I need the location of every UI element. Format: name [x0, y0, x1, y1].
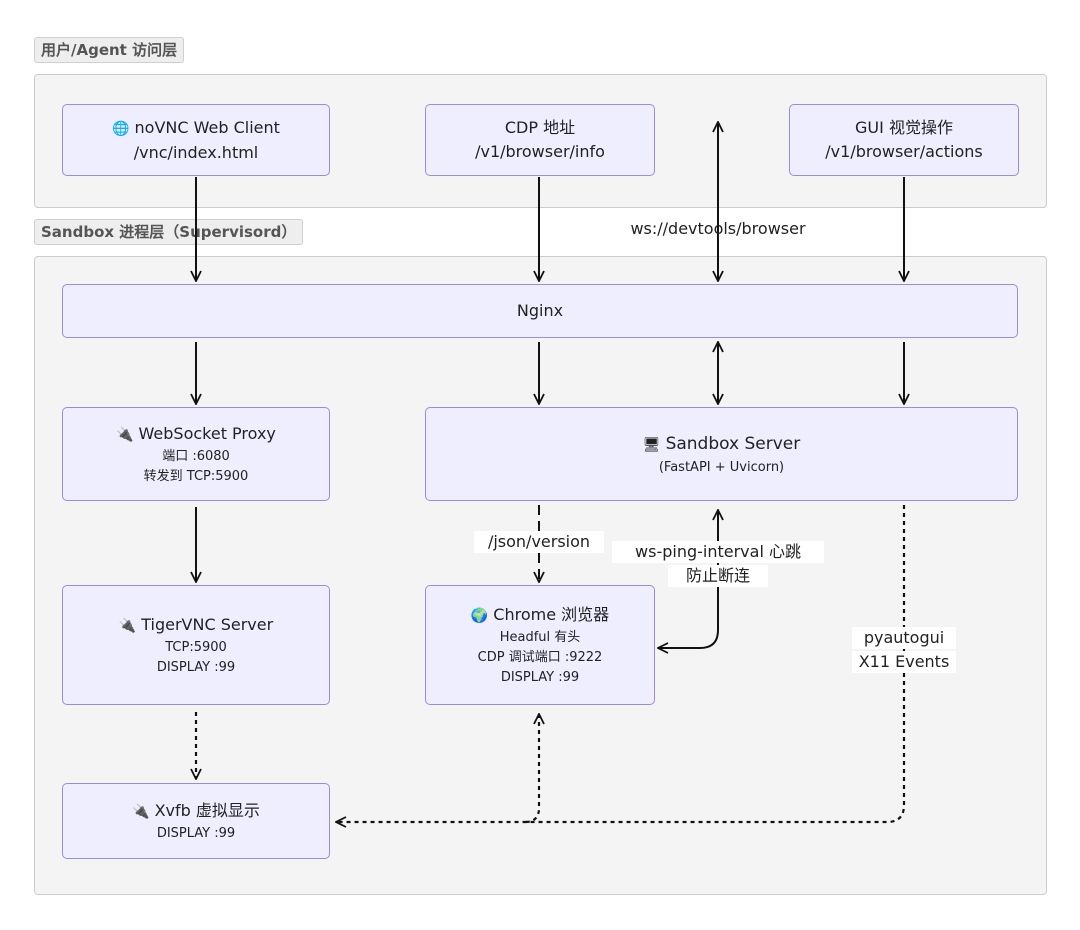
sandbox-server-sub: (FastAPI + Uvicorn): [658, 459, 785, 475]
globe-earth-icon: 🌍: [470, 607, 489, 624]
edge-label-json-version: /json/version: [474, 531, 604, 553]
plug-icon: 🔌: [118, 617, 137, 634]
plug-icon: 🔌: [132, 803, 150, 820]
sandbox-layer-label: Sandbox 进程层（Supervisord）: [34, 219, 304, 245]
gui-path: /v1/browser/actions: [825, 142, 983, 161]
chrome-title: Chrome 浏览器: [493, 604, 610, 624]
plug-icon: 🔌: [116, 426, 134, 443]
nginx-node: Nginx: [62, 284, 1018, 338]
tigervnc-node: 🔌TigerVNC Server TCP:5900 DISPLAY :99: [62, 585, 330, 705]
tigervnc-display: DISPLAY :99: [156, 659, 236, 675]
edge-label-pyautogui-2: X11 Events: [852, 651, 956, 673]
wsproxy-node: 🔌WebSocket Proxy 端口 :6080 转发到 TCP:5900: [62, 407, 330, 501]
edge-label-pyautogui-1: pyautogui: [852, 627, 956, 649]
sandbox-server-title: Sandbox Server: [665, 433, 801, 454]
novnc-title: noVNC Web Client: [134, 117, 280, 137]
novnc-path: /vnc/index.html: [133, 142, 259, 162]
wsproxy-title: WebSocket Proxy: [138, 423, 276, 443]
access-layer-label: 用户/Agent 访问层: [34, 37, 185, 63]
nginx-title: Nginx: [516, 301, 564, 320]
edge-label-ws-devtools: ws://devtools/browser: [630, 219, 806, 238]
xvfb-title: Xvfb 虚拟显示: [154, 800, 260, 820]
chrome-cdp-port: CDP 调试端口 :9222: [477, 649, 603, 665]
chrome-node: 🌍Chrome 浏览器 Headful 有头 CDP 调试端口 :9222 DI…: [425, 585, 655, 705]
edge-label-ws-ping-2: 防止断连: [668, 565, 768, 587]
xvfb-display: DISPLAY :99: [156, 825, 236, 841]
globe-icon: 🌐: [112, 120, 130, 137]
wsproxy-port: 端口 :6080: [162, 448, 230, 464]
sandbox-server-node: 🖥Sandbox Server (FastAPI + Uvicorn): [425, 407, 1018, 501]
chrome-headful: Headful 有头: [499, 629, 581, 645]
gui-node: GUI 视觉操作 /v1/browser/actions: [789, 104, 1019, 176]
tigervnc-title: TigerVNC Server: [141, 614, 274, 634]
edge-label-ws-ping-1: ws-ping-interval 心跳: [612, 541, 824, 563]
chrome-display: DISPLAY :99: [500, 669, 580, 685]
gui-title: GUI 视觉操作: [855, 118, 953, 137]
wsproxy-forward: 转发到 TCP:5900: [143, 468, 249, 484]
tigervnc-tcp: TCP:5900: [165, 639, 227, 655]
monitor-icon: 🖥: [642, 436, 661, 453]
xvfb-node: 🔌Xvfb 虚拟显示 DISPLAY :99: [62, 783, 330, 859]
novnc-node: 🌐noVNC Web Client /vnc/index.html: [62, 104, 330, 176]
cdp-title: CDP 地址: [504, 118, 576, 137]
cdp-node: CDP 地址 /v1/browser/info: [425, 104, 655, 176]
cdp-path: /v1/browser/info: [475, 142, 605, 161]
